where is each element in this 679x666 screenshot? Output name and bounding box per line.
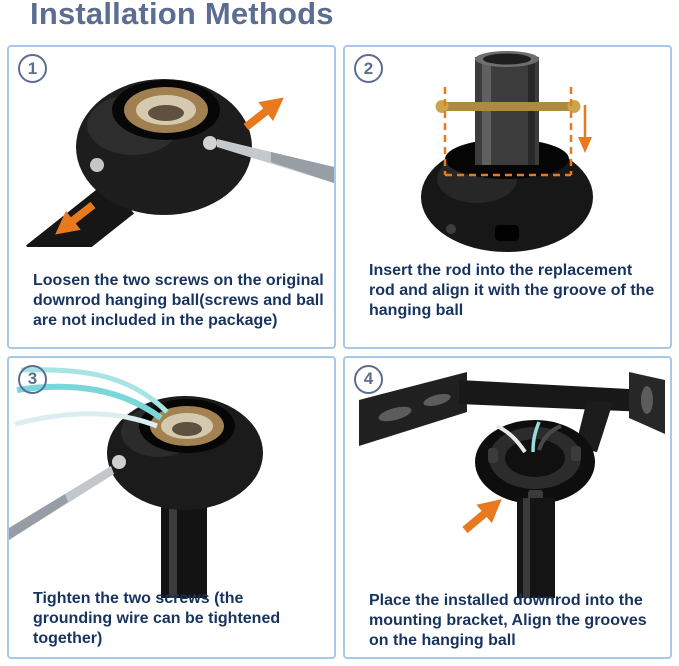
steps-grid: 1	[7, 45, 672, 659]
screwdriver	[217, 139, 334, 183]
orange-arrow-icon	[462, 498, 502, 533]
orange-arrow-icon	[55, 201, 96, 235]
step-panel-2: 2	[343, 45, 672, 349]
step-1-caption: Loosen the two screws on the original do…	[33, 271, 324, 329]
step-3-number-badge: 3	[18, 364, 47, 394]
screwdriver	[9, 454, 126, 540]
step-4-photo-mounting-bracket	[359, 371, 665, 598]
step-1-photo-hanging-ball-screwdriver	[25, 79, 334, 247]
downrod	[517, 497, 555, 598]
hanging-ball	[76, 79, 252, 215]
step-4-number-badge: 4	[354, 364, 383, 394]
hanging-ball	[107, 395, 263, 510]
step-panel-1: 1	[7, 45, 336, 349]
mounting-bracket	[359, 371, 665, 452]
orange-arrow-icon	[243, 97, 284, 131]
page-title: Installation Methods	[30, 0, 334, 31]
step-4-caption: Place the installed downrod into the mou…	[369, 592, 647, 649]
step-3-caption: Tighten the two screws (the grounding wi…	[33, 590, 281, 647]
step-2-number-badge: 2	[354, 54, 383, 83]
hanging-ball-in-ring	[475, 419, 595, 504]
step-2-caption: Insert the rod into the replacement rod …	[369, 261, 655, 319]
step-2-photo-rod-into-ball	[421, 51, 593, 252]
step-3-photo-ball-wires-screwdriver	[9, 366, 263, 598]
step-panel-3: 3	[7, 355, 336, 659]
downrod	[25, 180, 135, 247]
step-panel-4: 4	[343, 355, 672, 659]
step-1-number-badge: 1	[18, 54, 47, 83]
alignment-guides	[443, 87, 592, 177]
